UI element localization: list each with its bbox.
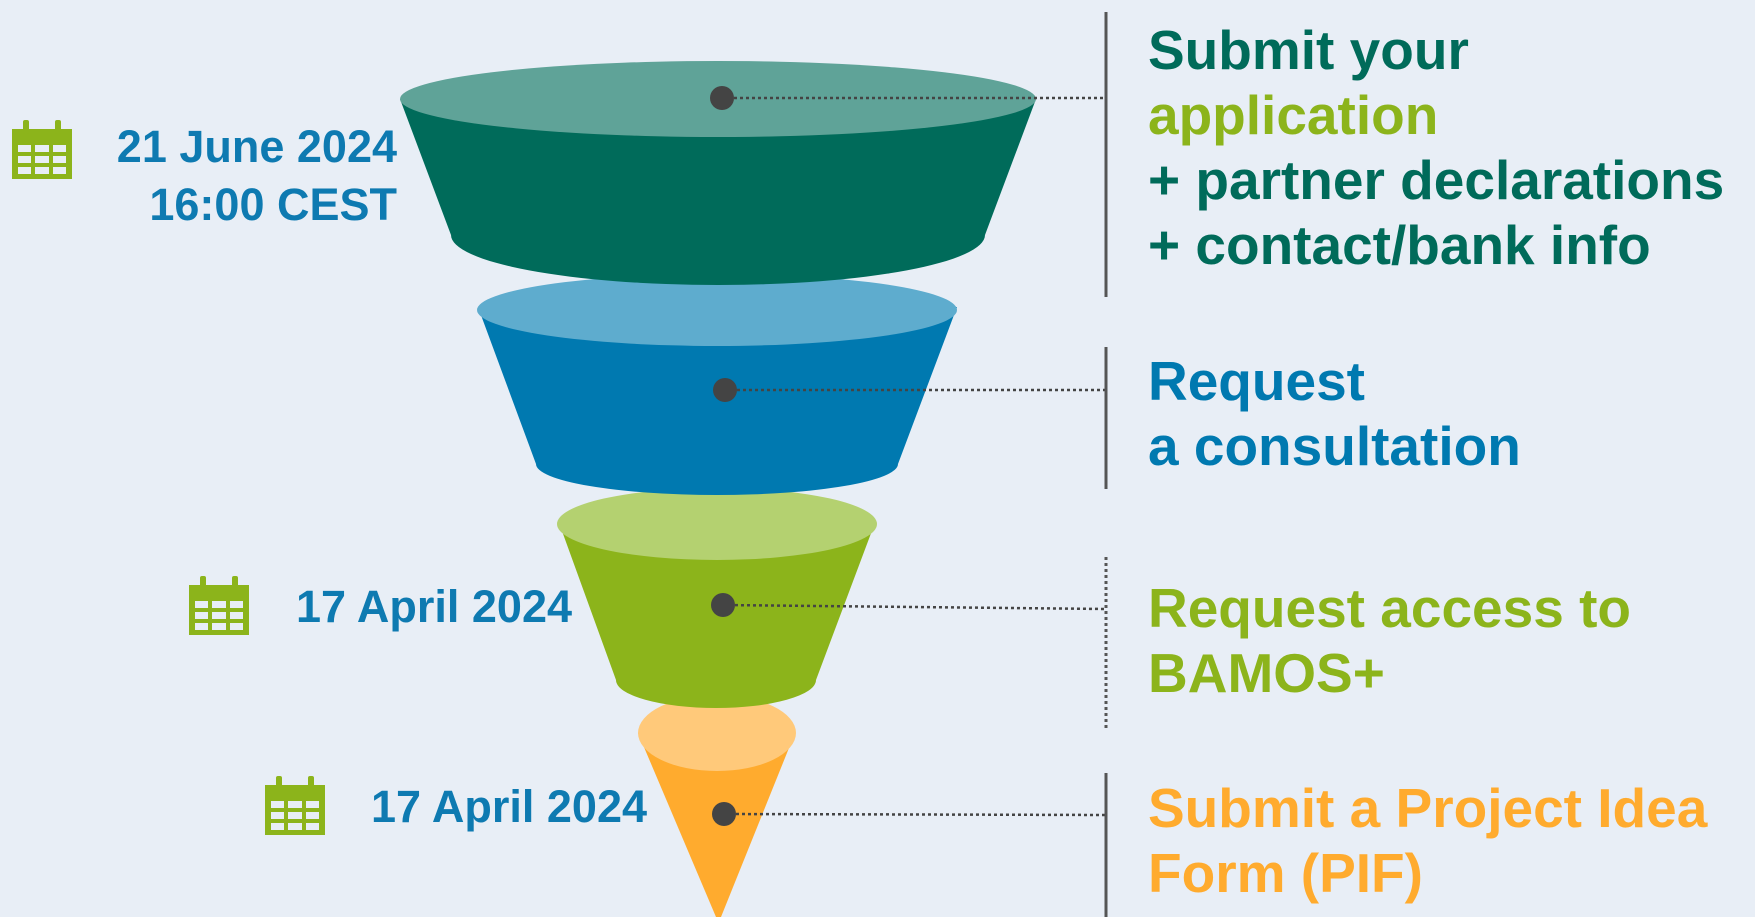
step-submit-application-line3: + partner declarations — [1148, 149, 1725, 211]
application-deadline-time: 16:00 CEST — [149, 179, 397, 230]
step-submit-pif-line2: Form (PIF) — [1148, 842, 1423, 904]
funnel-tier-consultation — [477, 274, 957, 495]
connector-dot-icon — [710, 86, 734, 110]
bamos-access-deadline-date: 17 April 2024 — [296, 578, 572, 636]
connector-line-pif — [723, 812, 1106, 817]
pif-deadline-day: 17 April 2024 — [371, 781, 647, 832]
calendar-icon — [189, 576, 249, 635]
application-deadline-date: 21 June 2024 16:00 CEST — [117, 118, 397, 234]
step-request-bamos-access: Request access to BAMOS+ — [1148, 576, 1631, 706]
funnel-tier-consultation-top — [477, 274, 957, 346]
step-request-bamos-access-line1: Request access to — [1148, 577, 1631, 639]
calendar-icon — [265, 776, 325, 835]
step-submit-application: Submit your application + partner declar… — [1148, 18, 1724, 278]
step-submit-application-line2: application — [1148, 84, 1439, 146]
calendar-icon — [12, 120, 72, 179]
funnel-tier-consultation-body — [478, 307, 957, 495]
funnel-tier-application-body — [400, 99, 1036, 285]
bamos-access-deadline-day: 17 April 2024 — [296, 581, 572, 632]
step-request-consultation-line1: Request — [1148, 350, 1365, 412]
pif-deadline-date: 17 April 2024 — [371, 778, 647, 836]
step-submit-pif: Submit a Project Idea Form (PIF) — [1148, 776, 1707, 906]
funnel-tier-pif — [638, 695, 796, 917]
application-deadline-day: 21 June 2024 — [116, 121, 397, 172]
funnel-tier-bamos — [557, 488, 877, 708]
step-submit-application-line4: + contact/bank info — [1148, 214, 1651, 276]
connectors — [710, 86, 1106, 826]
connector-dot-icon — [712, 802, 736, 826]
connector-dot-icon — [711, 593, 735, 617]
funnel-tier-pif-top — [638, 695, 796, 771]
connector-dot-icon — [713, 378, 737, 402]
step-request-consultation-line2: a consultation — [1148, 415, 1521, 477]
step-request-consultation: Request a consultation — [1148, 349, 1521, 479]
funnel-tier-bamos-top — [557, 488, 877, 560]
step-request-bamos-access-line2: BAMOS+ — [1148, 642, 1385, 704]
step-submit-pif-line1: Submit a Project Idea — [1148, 777, 1708, 839]
funnel-tier-pif-body — [638, 733, 795, 917]
step-submit-application-line1: Submit your — [1148, 19, 1469, 81]
connector-line-bamos — [722, 603, 1106, 611]
